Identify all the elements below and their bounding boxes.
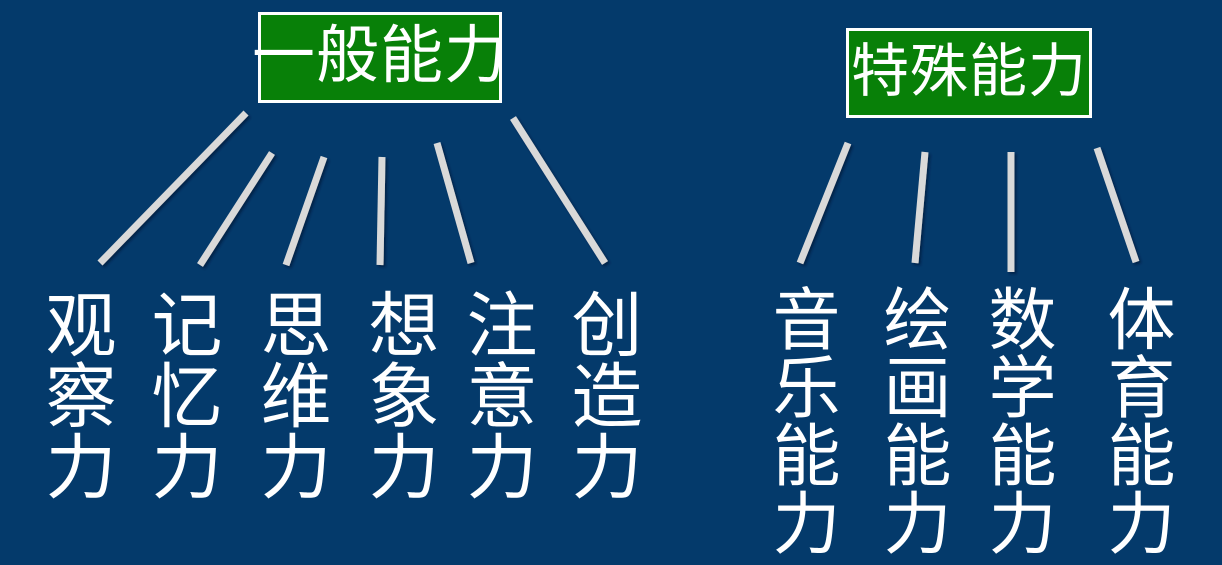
category-box-general-ability[interactable]: 一般能力 [252,12,507,103]
connector-line [197,151,275,267]
connector-group-general [97,110,608,267]
leaf-label-attention[interactable]: 注意力 [455,288,538,501]
connector-line [911,151,929,264]
leaf-label-creativity[interactable]: 创造力 [560,288,643,501]
category-box-general-ability-label: 一般能力 [252,19,508,92]
leaf-label-music[interactable]: 音乐能力 [760,284,839,556]
category-box-special-ability[interactable]: 特殊能力 [846,28,1092,118]
leaf-label-thinking[interactable]: 思维力 [249,288,332,501]
leaf-label-mathematics[interactable]: 数学能力 [976,284,1055,556]
connector-line [376,156,386,266]
connector-line [510,116,608,265]
connector-line [97,110,249,266]
leaf-label-painting[interactable]: 绘画能力 [871,284,950,556]
leaf-label-observation[interactable]: 观察力 [34,288,117,501]
category-box-special-ability-label: 特殊能力 [850,37,1087,105]
connector-line [282,155,328,267]
connector-group-special [796,141,1140,272]
connector-line [796,141,852,265]
leaf-label-memory[interactable]: 记忆力 [140,288,223,501]
connector-line [1093,146,1140,264]
connector-line [433,142,475,264]
leaf-label-sports[interactable]: 体育能力 [1095,284,1174,556]
leaf-label-imagination[interactable]: 想象力 [357,288,440,501]
